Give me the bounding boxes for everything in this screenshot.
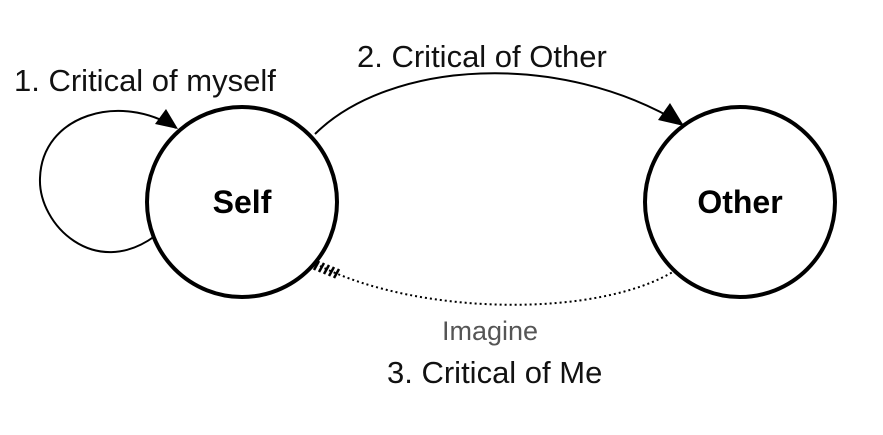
self-loop-arrowhead (155, 109, 178, 129)
other-circle (643, 105, 837, 299)
other-label: Other (697, 184, 782, 220)
self-to-other-arrow (314, 72, 683, 135)
self-circle (145, 105, 339, 299)
other-to-self-label: 3. Critical of Me (387, 355, 602, 390)
self-label: Self (213, 184, 272, 220)
self-loop-arrow (38, 109, 177, 254)
imagine-label: Imagine (442, 316, 538, 346)
edge-self-loop: 1. Critical of myself (14, 63, 276, 254)
node-other: Other (643, 105, 837, 299)
other-to-self-dotted-arrow (319, 265, 677, 306)
node-self: Self (145, 105, 339, 299)
other-to-self-hatched-arrowhead (312, 260, 341, 279)
edge-self-to-other: 2. Critical of Other (314, 39, 684, 135)
self-to-other-label: 2. Critical of Other (357, 39, 607, 74)
edge-other-to-self: Imagine 3. Critical of Me (312, 260, 677, 390)
self-to-other-arrowhead (658, 103, 684, 126)
self-loop-label: 1. Critical of myself (14, 63, 276, 98)
